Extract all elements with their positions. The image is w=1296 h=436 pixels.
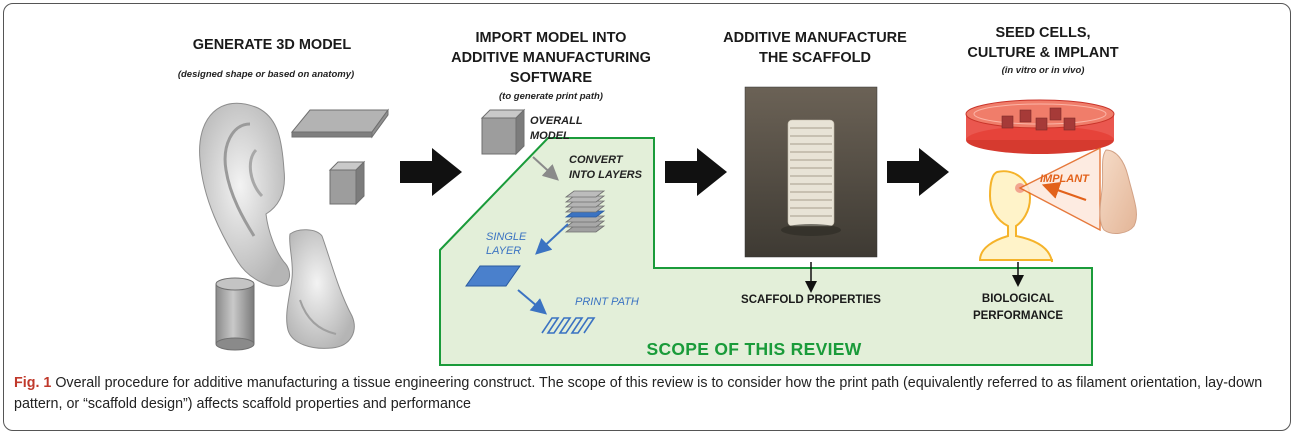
single-layer [465, 265, 521, 287]
procedure-diagram: GENERATE 3D MODEL (designed shape or bas… [178, 25, 1137, 366]
print-path-lines [541, 317, 596, 334]
petri-dish [965, 99, 1115, 154]
additive-title-line2: THE SCAFFOLD [759, 50, 871, 66]
cube-model [328, 160, 366, 206]
scope-label: SCOPE OF THIS REVIEW [646, 339, 861, 359]
implant-label: IMPLANT [1040, 173, 1090, 185]
convert-label-line2: INTO LAYERS [569, 169, 643, 181]
convert-label-line1: CONVERT [569, 154, 624, 166]
additive-title-line1: ADDITIVE MANUFACTURE [723, 30, 907, 46]
arrow-to-layers [532, 156, 559, 181]
seed-title-line2: CULTURE & IMPLANT [967, 45, 1118, 61]
single-label-line2: LAYER [486, 245, 521, 257]
caption-label: Fig. 1 [14, 375, 52, 391]
scaffold-properties-label: SCAFFOLD PROPERTIES [741, 294, 881, 306]
ear-model [199, 102, 290, 287]
layer-stack [564, 190, 606, 233]
arrow-step2-to-3 [665, 148, 727, 196]
biological-label-line1: BIOLOGICAL [982, 293, 1054, 305]
caption-text: Overall procedure for additive manufactu… [14, 375, 1263, 412]
scope-region [439, 137, 1093, 366]
scaffold-photo [744, 86, 878, 258]
overall-label-line1: OVERALL [530, 115, 583, 127]
cylinder-model [215, 277, 255, 351]
seed-subtitle: (in vitro or in vivo) [1002, 65, 1085, 76]
implant-arrow [1041, 182, 1087, 202]
nose-implant [1099, 149, 1137, 234]
generate-title: GENERATE 3D MODEL [193, 37, 352, 53]
overall-label-line2: MODEL [530, 130, 570, 142]
single-label-line1: SINGLE [486, 231, 527, 243]
arrow-step1-to-2 [400, 148, 462, 196]
arrow-to-print-path [517, 289, 548, 315]
figure-caption: Fig. 1 Overall procedure for additive ma… [14, 373, 1276, 415]
arrow-step3-to-4 [887, 148, 949, 196]
import-title-line3: SOFTWARE [510, 70, 592, 86]
seed-title-line1: SEED CELLS, [995, 25, 1090, 41]
implant-projection [1018, 146, 1101, 232]
slab-model [290, 108, 389, 139]
arrow-to-single-layer [535, 223, 569, 255]
biological-label-line2: PERFORMANCE [973, 310, 1063, 322]
generate-subtitle: (designed shape or based on anatomy) [178, 69, 354, 80]
print-path-label: PRINT PATH [575, 296, 639, 308]
import-subtitle: (to generate print path) [499, 91, 603, 102]
nose-model [286, 229, 355, 349]
import-title-line2: ADDITIVE MANUFACTURING [451, 50, 651, 66]
overall-model-cube [480, 108, 526, 156]
import-title-line1: IMPORT MODEL INTO [476, 30, 627, 46]
